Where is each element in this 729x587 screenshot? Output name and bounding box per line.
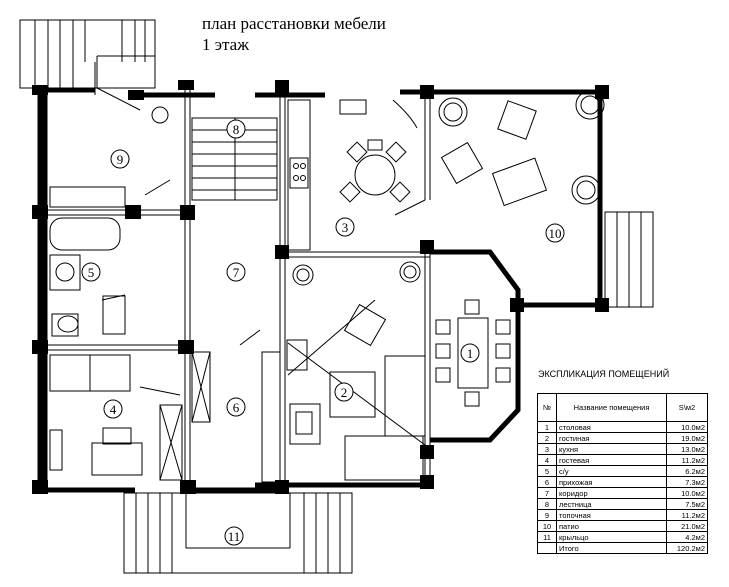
table-header-row: № Название помещения S\м2 [537,393,708,422]
cell-room-name: крыльцо [556,531,667,543]
cell-area: 13.0м2 [666,443,708,455]
porch-stairs-top [19,19,156,89]
wall-posts [32,80,609,494]
cell-number: 9 [537,509,557,521]
column-header-area: S\м2 [666,393,708,422]
door-swings [96,87,426,396]
cell-number: 6 [537,476,557,488]
porch-stairs-bottom [123,492,353,574]
room-label-11: 11 [228,529,241,544]
cell-area: 10.0м2 [666,421,708,433]
cell-room-name: топочная [556,509,667,521]
dining-table [435,299,511,407]
hall-wardrobes [159,351,281,483]
cell-number: 1 [537,421,557,433]
inner-walls [40,62,431,490]
cell-area: 7.3м2 [666,476,708,488]
column-header-name: Название помещения [556,393,667,422]
cell-area: 11.2м2 [666,454,708,466]
room-label-4: 4 [110,402,117,417]
guest-room-furniture [49,354,143,476]
cell-area: 120.2м2 [666,542,708,554]
cell-number: 2 [537,432,557,444]
room-label-1: 1 [467,346,474,361]
cell-number: 4 [537,454,557,466]
cell-number: 7 [537,487,557,499]
staircase [191,117,278,201]
cell-area: 7.5м2 [666,498,708,510]
cell-area: 6.2м2 [666,465,708,477]
cell-number: 11 [537,531,557,543]
cell-room-name: Итого [556,542,667,554]
room-label-2: 2 [341,385,348,400]
cell-room-name: коридор [556,487,667,499]
floor-label: 1 этаж [202,35,249,54]
patio-furniture [292,90,605,286]
kitchen-counter [287,99,367,251]
room-label-9: 9 [117,152,124,167]
cell-number: 8 [537,498,557,510]
cell-area: 11.2м2 [666,509,708,521]
explication-heading: ЭКСПЛИКАЦИЯ ПОМЕЩЕНИЙ [538,369,670,379]
bay-window [430,249,521,443]
cell-room-name: столовая [556,421,667,433]
living-room-furniture [287,299,426,481]
room-label-5: 5 [88,265,95,280]
room-label-10: 10 [549,226,562,241]
cell-number: 5 [537,465,557,477]
cell-number [537,542,557,554]
cell-area: 21.0м2 [666,520,708,532]
cell-room-name: гостиная [556,432,667,444]
cell-area: 19.0м2 [666,432,708,444]
room-label-3: 3 [342,220,349,235]
room-markers [81,119,565,546]
cell-room-name: патио [556,520,667,532]
kitchen-round-table [339,139,411,203]
column-header-number: № [537,393,557,422]
room-label-8: 8 [233,122,240,137]
cell-area: 10.0м2 [666,487,708,499]
fireplace [286,339,308,371]
room-label-6: 6 [233,400,240,415]
cell-room-name: с/у [556,465,667,477]
cell-number: 10 [537,520,557,532]
patio-stairs-right [604,211,654,308]
cell-room-name: прихожая [556,476,667,488]
boiler-room-furniture [49,106,169,208]
plan-title: план расстановки мебели [202,14,386,33]
room-label-7: 7 [233,265,240,280]
cell-area: 4.2м2 [666,531,708,543]
cell-number: 3 [537,443,557,455]
cell-room-name: лестница [556,498,667,510]
cell-room-name: гостевая [556,454,667,466]
bathroom-fixtures [49,217,126,337]
cell-room-name: кухня [556,443,667,455]
